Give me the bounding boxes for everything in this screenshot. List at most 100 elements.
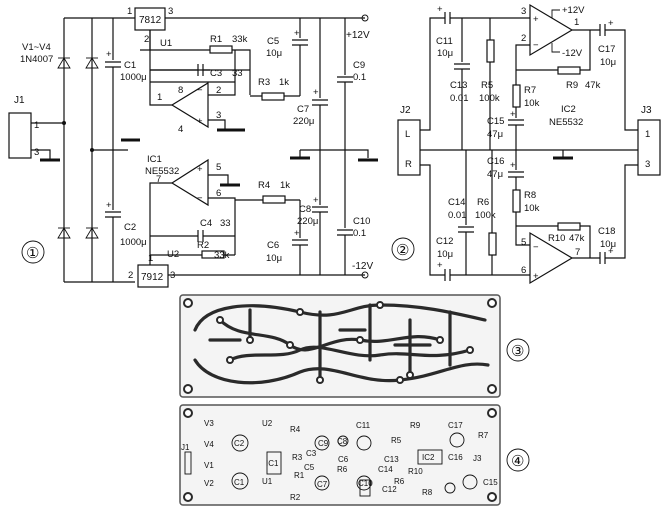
svg-text:C14: C14 [378,465,393,474]
svg-text:+: + [608,18,614,29]
j3-label: J3 [641,105,652,116]
c11-capacitor [444,12,451,24]
svg-text:6: 6 [216,188,221,199]
svg-text:3: 3 [168,6,173,17]
svg-text:R9: R9 [410,421,421,430]
c8-value: 220μ [297,216,318,227]
svg-text:+: + [533,14,539,25]
r6-resistor [488,232,497,256]
c17-ref: C17 [598,44,615,55]
ic2-pos-supply: +12V [562,5,585,16]
c12-capacitor [444,269,451,281]
r7-resistor [512,84,521,108]
svg-text:7: 7 [156,174,161,185]
svg-text:IC2: IC2 [422,453,435,462]
svg-text:+: + [510,109,516,120]
c5-capacitor [292,18,308,96]
c15-capacitor [508,119,524,150]
svg-text:2: 2 [144,34,149,45]
svg-text:U1: U1 [262,477,273,486]
svg-text:R6: R6 [394,477,405,486]
svg-text:R8: R8 [422,488,433,497]
svg-text:+: + [106,200,112,211]
pcb-component-layout: V3 U2 R4 C11 R9 C17 R7 V4 C2 C3 C9 C8 R5… [179,404,530,506]
c17-capacitor [599,24,606,36]
svg-text:+: + [294,28,300,39]
svg-text:V2: V2 [204,479,214,488]
svg-text:−: − [533,40,539,51]
r1-ref: R1 [210,34,222,45]
r3-resistor [261,92,285,101]
c4-ref: C4 [200,218,212,229]
c8-ref: C8 [299,204,311,215]
svg-text:C7: C7 [317,480,328,489]
c14-value: 0.01 [448,210,467,221]
r10-value: 47k [569,233,585,244]
svg-text:+: + [313,87,319,98]
svg-text:2: 2 [128,270,133,281]
c2-value: 1000μ [120,237,147,248]
c6-ref: C6 [267,240,279,251]
ic1a-opamp [170,81,209,129]
c13-ref: C13 [450,80,467,91]
r8-ref: R8 [524,190,536,201]
ic2-part: NE5532 [549,117,583,128]
panel-marker-2 [391,237,415,261]
svg-text:C1: C1 [234,478,245,487]
c10-capacitor [337,150,353,275]
svg-text:C2: C2 [234,439,245,448]
j1-label: J1 [14,95,25,106]
regulator-7912 [137,264,169,288]
svg-text:R6: R6 [337,465,348,474]
c3-ref: C3 [210,68,222,79]
c9-capacitor [337,18,353,150]
svg-text:2: 2 [216,85,221,96]
svg-text:R4: R4 [290,425,301,434]
r5-ref: R5 [481,80,493,91]
ic2-ref: IC2 [561,104,576,115]
r6-ref: R6 [477,197,489,208]
c18-value: 10μ [600,239,616,250]
svg-text:5: 5 [521,237,526,248]
c10-ref: C10 [353,216,370,227]
svg-text:1: 1 [157,92,162,103]
r4-ref: R4 [258,180,270,191]
svg-text:④: ④ [511,453,524,470]
c5-ref: C5 [267,36,279,47]
svg-text:C10: C10 [358,479,373,488]
svg-text:R10: R10 [408,467,423,476]
svg-text:1: 1 [148,253,153,264]
c6-value: 10μ [266,253,282,264]
svg-text:R7: R7 [478,431,489,440]
svg-text:+: + [533,271,539,282]
c14-ref: C14 [448,197,465,208]
c1-value: 1000μ [120,72,147,83]
svg-text:2: 2 [521,33,526,44]
svg-text:+: + [106,49,112,60]
ic2-neg-supply: -12V [562,48,583,59]
j3-connector [637,119,661,176]
svg-text:5: 5 [216,162,221,173]
ic1-ref: IC1 [147,154,162,165]
c13-value: 0.01 [450,93,469,104]
svg-text:3: 3 [216,110,221,121]
r10-ref: R10 [548,233,565,244]
svg-text:6: 6 [521,265,526,276]
svg-text:1: 1 [127,6,132,17]
u2-part: 7912 [141,272,164,283]
svg-text:①: ① [26,245,39,262]
svg-text:C13: C13 [384,455,399,464]
svg-text:C16: C16 [448,453,463,462]
neg-rail-label: -12V [352,261,373,272]
panel-marker-3 [506,338,530,362]
r4-value: 1k [280,180,290,191]
svg-text:+: + [294,228,300,239]
pos-rail-terminal [361,14,369,22]
diode-v4-icon [85,227,99,239]
preamp-schematic: ② J2 L R J3 1 3 + C11 10μ C13 0.01 R5 10… [391,3,661,285]
svg-text:C15: C15 [483,478,498,487]
svg-text:C5: C5 [304,463,315,472]
svg-text:1: 1 [645,129,650,140]
svg-text:IC1: IC1 [266,459,279,468]
pos-rail-label: +12V [346,30,370,41]
